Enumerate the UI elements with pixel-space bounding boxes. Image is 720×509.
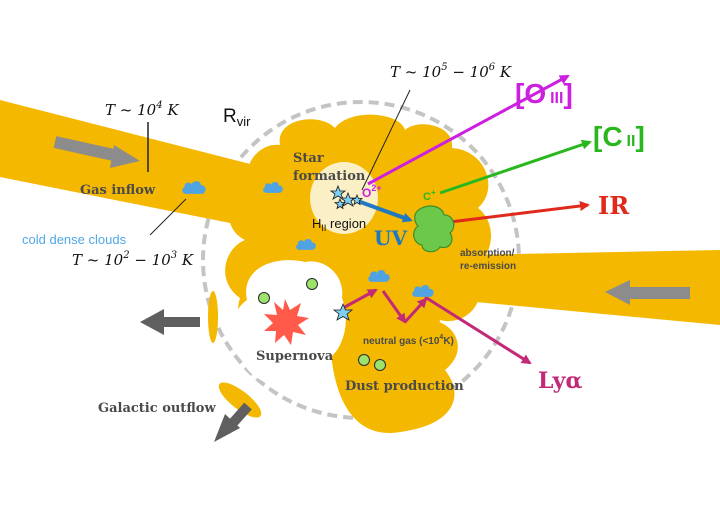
dust-grain-icon: [258, 292, 270, 304]
supernova-label: Supernova: [256, 349, 334, 364]
dust-grain-icon: [306, 278, 318, 290]
inflow-arrow-right: [605, 280, 690, 305]
gas-inflow-stream-right: [455, 250, 720, 325]
inflow-temperature: T ~ 104 K: [105, 100, 179, 119]
star-icon: [333, 197, 347, 210]
outflow-arrow-left: [140, 309, 200, 335]
virial-radius-label: Rvir: [223, 106, 251, 129]
cold-clouds-pointer: [149, 198, 187, 236]
supernova-burst-icon: [264, 299, 309, 345]
lya-scattering-path: [342, 288, 428, 324]
lya-emission-arrow: [424, 295, 532, 365]
dust-grain-icon: [358, 354, 370, 366]
hii-region-label: HII region: [312, 216, 366, 233]
galaxy-lower-lobe: [330, 320, 458, 434]
uv-label: UV: [374, 226, 407, 250]
galactic-outflow-label: Galactic outflow: [98, 401, 216, 416]
ir-label: IR: [598, 191, 630, 220]
outflow-arrow-down: [214, 402, 252, 442]
cplus-ion-label: C+: [423, 188, 436, 203]
cold-cloud-temperature: T ~ 102 − 103 K: [72, 250, 194, 269]
cii-emission-arrow: [439, 139, 592, 195]
star-formation-label-line2: formation: [293, 169, 366, 184]
o2plus-ion-label: O2+: [362, 183, 382, 200]
star-icon: [329, 184, 347, 200]
outflow-blob-left: [208, 291, 218, 343]
star-formation-label-line1: Star: [293, 151, 324, 166]
absorption-label-line2: re-emission: [460, 261, 516, 272]
uv-arrow: [354, 198, 413, 223]
dust-clump-icon: [413, 205, 455, 253]
dust-production-label: Dust production: [345, 379, 464, 394]
star-icon: [350, 193, 364, 206]
neutral-gas-label: neutral gas (<104K): [363, 334, 454, 347]
ir-emission-arrow: [449, 201, 590, 224]
dust-grain-icon: [374, 359, 386, 371]
hot-temp-pointer: [361, 89, 411, 191]
inflow-arrow-left: [53, 136, 140, 168]
absorption-label-line1: absorption/: [460, 248, 515, 259]
star-icon: [332, 302, 354, 321]
hot-gas-temperature: T ~ 105 − 106 K: [390, 62, 512, 81]
lyman-alpha-label: Lyα: [538, 368, 582, 394]
gas-inflow-stream-left: [0, 100, 305, 238]
gas-inflow-label: Gas inflow: [80, 183, 156, 198]
oiii-emission-arrow: [367, 74, 570, 186]
cold-dense-clouds-label: cold dense clouds: [22, 232, 127, 247]
